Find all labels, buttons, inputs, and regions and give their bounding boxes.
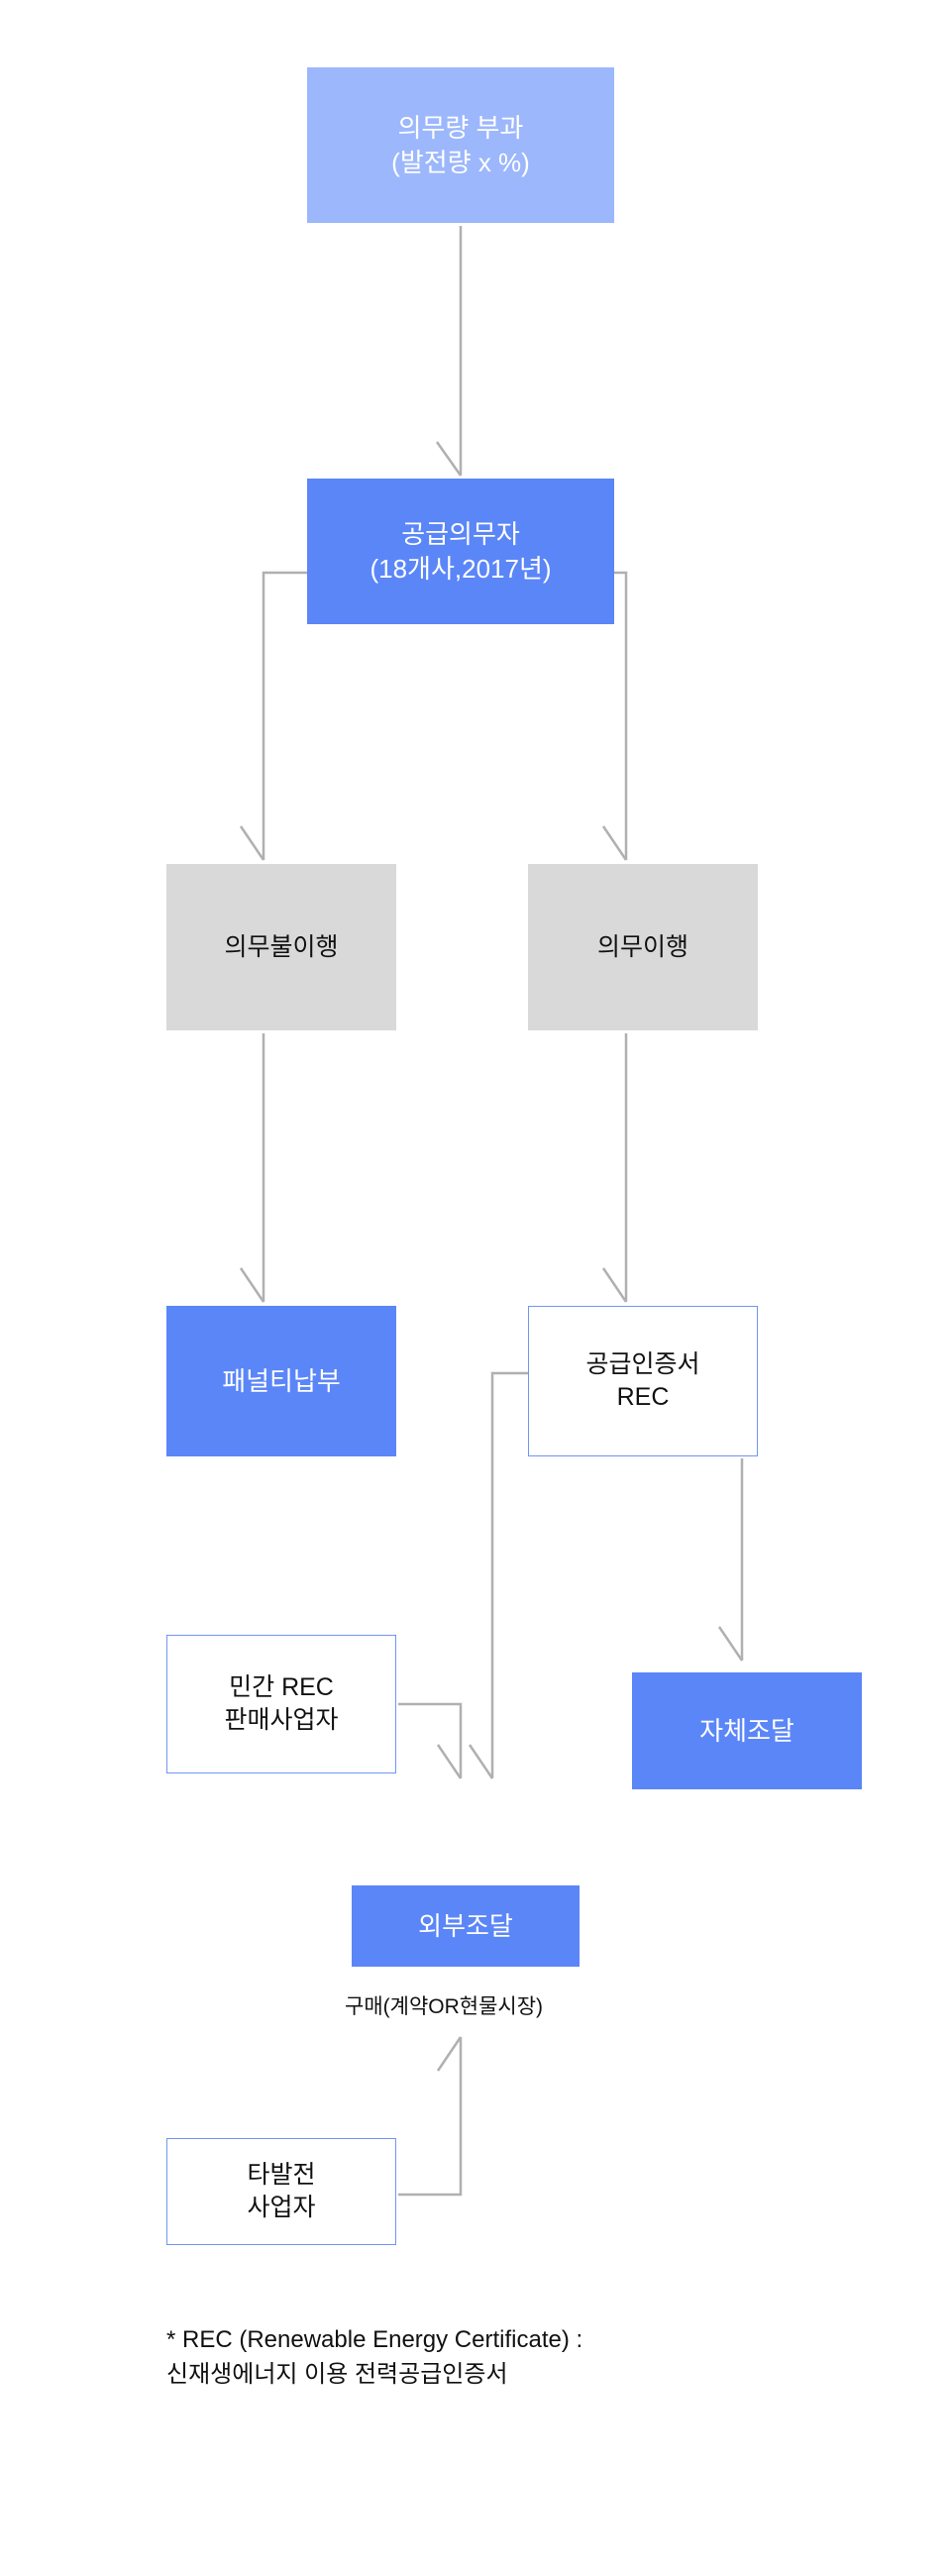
caption-purchase-note: 구매(계약OR현물시장) <box>345 1995 544 2018</box>
node-rec-certificate[interactable]: 공급인증서 REC <box>528 1306 758 1456</box>
node-penalty[interactable]: 패널티납부 <box>166 1306 396 1456</box>
connector-compliance-to-rec <box>601 1033 628 1303</box>
node-other-generator[interactable]: 타발전 사업자 <box>166 2138 396 2245</box>
connector-obligation-to-supplier <box>435 226 463 477</box>
node-non-compliance[interactable]: 의무불이행 <box>166 864 396 1030</box>
node-private-rec-seller[interactable]: 민간 REC 판매사업자 <box>166 1635 396 1773</box>
connector-non-compliance-to-penalty <box>239 1033 265 1303</box>
node-self-procurement[interactable]: 자체조달 <box>632 1672 862 1789</box>
connector-rec-to-external-procurement <box>468 1371 528 1779</box>
connector-private-seller-to-external <box>398 1702 463 1779</box>
connector-rec-to-self-procurement <box>717 1458 744 1662</box>
connector-supplier-to-non-compliance <box>239 571 307 861</box>
footnote-rec: * REC (Renewable Energy Certificate) : 신… <box>166 2326 583 2388</box>
node-external-procurement[interactable]: 외부조달 <box>352 1885 580 1967</box>
connector-other-generator-to-external <box>398 2036 463 2197</box>
node-compliance[interactable]: 의무이행 <box>528 864 758 1030</box>
node-supplier[interactable]: 공급의무자 (18개사,2017년) <box>307 479 614 624</box>
node-obligation[interactable]: 의무량 부과 (발전량 x %) <box>307 67 614 223</box>
